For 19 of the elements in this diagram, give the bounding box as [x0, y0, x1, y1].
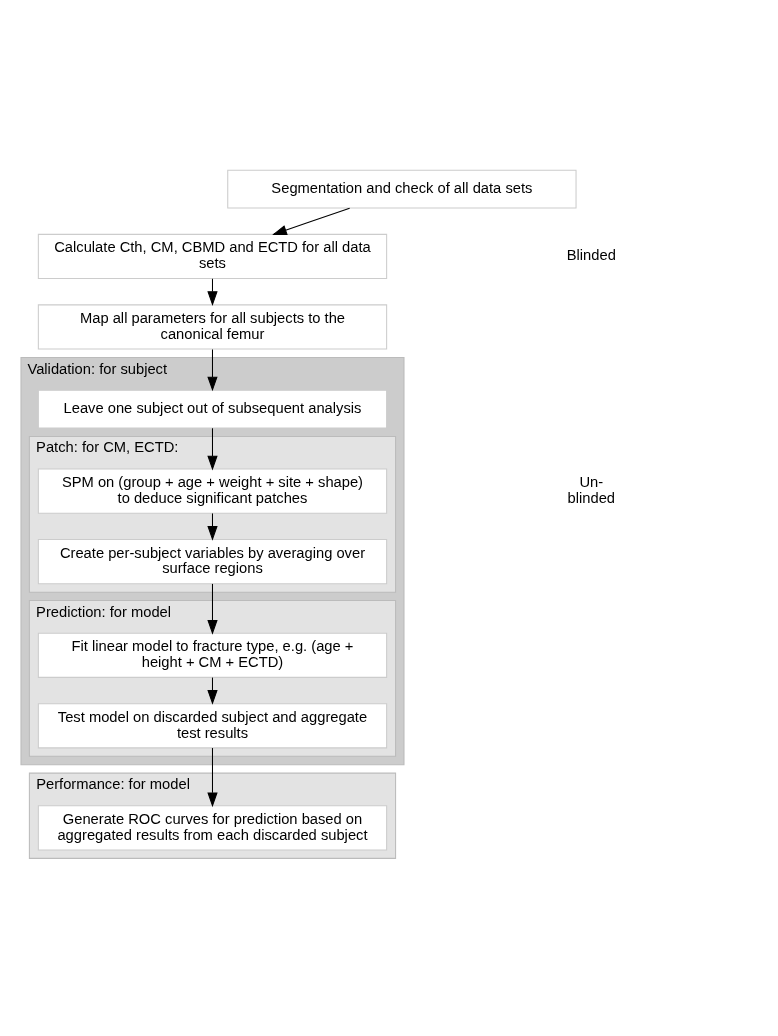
node-box: Generate ROC curves for prediction based on aggregated results from each discarded subject [37, 804, 388, 850]
arrow [207, 512, 218, 541]
arrow [272, 207, 351, 235]
arrow [207, 747, 218, 807]
node-box: Segmentation and check of all data sets [227, 169, 577, 209]
node-box: Map all parameters for all subjects to the canonical femur [37, 303, 388, 350]
node-box: Fit linear model to fracture type, e.g. (age + height + CM + ECTD) [37, 632, 388, 678]
label: Un- blinded [567, 473, 616, 506]
arrow [207, 348, 218, 391]
node-box: SPM on (group + age + weight + site + shape) to deduce significant patches [37, 468, 388, 514]
node-box: Test model on discarded subject and aggregate test results [37, 702, 388, 748]
node-box: Calculate Cth, CM, CBMD and ECTD for all data sets [37, 233, 388, 279]
arrow [207, 582, 218, 635]
label: Blinded [566, 246, 616, 263]
node-box: Create per-subject variables by averaging over surface regions [37, 538, 388, 584]
arrow [207, 676, 218, 705]
arrow [207, 277, 218, 306]
node-box: Leave one subject out of subsequent analysis [37, 389, 388, 429]
arrow [207, 427, 218, 470]
